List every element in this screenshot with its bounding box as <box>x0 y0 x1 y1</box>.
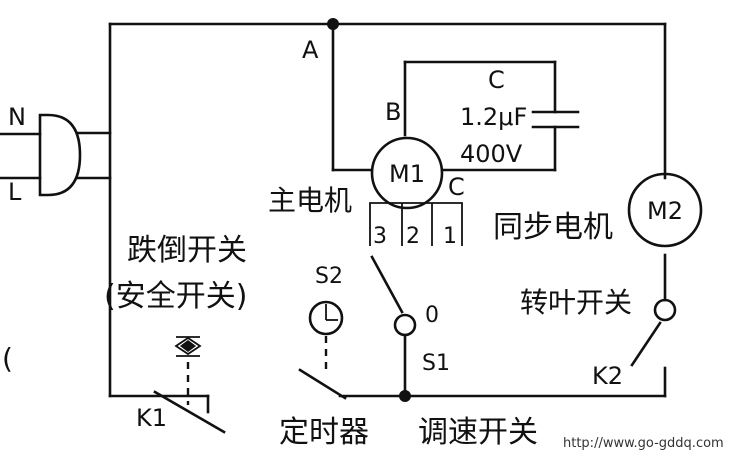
node-s1-dot <box>399 390 411 402</box>
capacitor-voltage: 400V <box>460 140 523 168</box>
k1-caption-line2: (安全开关) <box>104 279 247 314</box>
s1-label: S1 <box>422 351 450 376</box>
tap-0-label: 0 <box>425 303 439 328</box>
tap-3-label: 3 <box>373 224 387 249</box>
labels: N L A B C C 1.2μF 400V M1 主电机 3 2 1 0 S1… <box>2 36 724 451</box>
timer-clock-icon <box>308 300 344 336</box>
m2-motor-icon <box>627 172 703 248</box>
tip-over-sensor-icon <box>174 336 202 357</box>
k2-contact-icon <box>653 298 677 322</box>
node-a-dot <box>327 18 339 30</box>
label-node-b: B <box>385 98 401 126</box>
s1-contact-icon <box>393 313 417 337</box>
timer-switch-blade <box>298 368 347 400</box>
tap-1-label: 1 <box>443 224 457 249</box>
label-n: N <box>8 103 26 131</box>
k1-switch-blade <box>153 390 226 434</box>
label-node-c: C <box>448 173 465 201</box>
speed-switch-caption: 调速开关 <box>418 415 538 450</box>
wires <box>0 22 667 414</box>
m2-caption: 同步电机 <box>493 210 613 245</box>
label-l: L <box>8 178 22 206</box>
label-node-a: A <box>302 36 319 64</box>
s2-label: S2 <box>315 264 343 289</box>
plug-icon <box>38 113 82 197</box>
timer-caption: 定时器 <box>279 415 369 450</box>
m1-motor-icon <box>370 136 444 210</box>
capacitor-icon <box>531 110 580 129</box>
capacitor-value: 1.2μF <box>460 103 527 131</box>
k2-caption: 转叶开关 <box>520 286 632 319</box>
m1-caption: 主电机 <box>268 184 352 217</box>
k2-blade <box>630 321 662 367</box>
k1-caption-line1: 跌倒开关 <box>127 233 247 268</box>
m1-label: M1 <box>389 160 425 188</box>
m1-tap-bracket <box>369 202 463 246</box>
speed-switch-blade <box>370 255 404 314</box>
tap-2-label: 2 <box>406 224 420 249</box>
watermark: http://www.go-gddq.com <box>563 436 724 451</box>
k2-label: K2 <box>592 362 623 390</box>
k1-label: K1 <box>136 404 167 432</box>
capacitor-name: C <box>488 66 505 94</box>
paren-mark: ( <box>2 342 13 375</box>
m2-label: M2 <box>647 197 683 225</box>
